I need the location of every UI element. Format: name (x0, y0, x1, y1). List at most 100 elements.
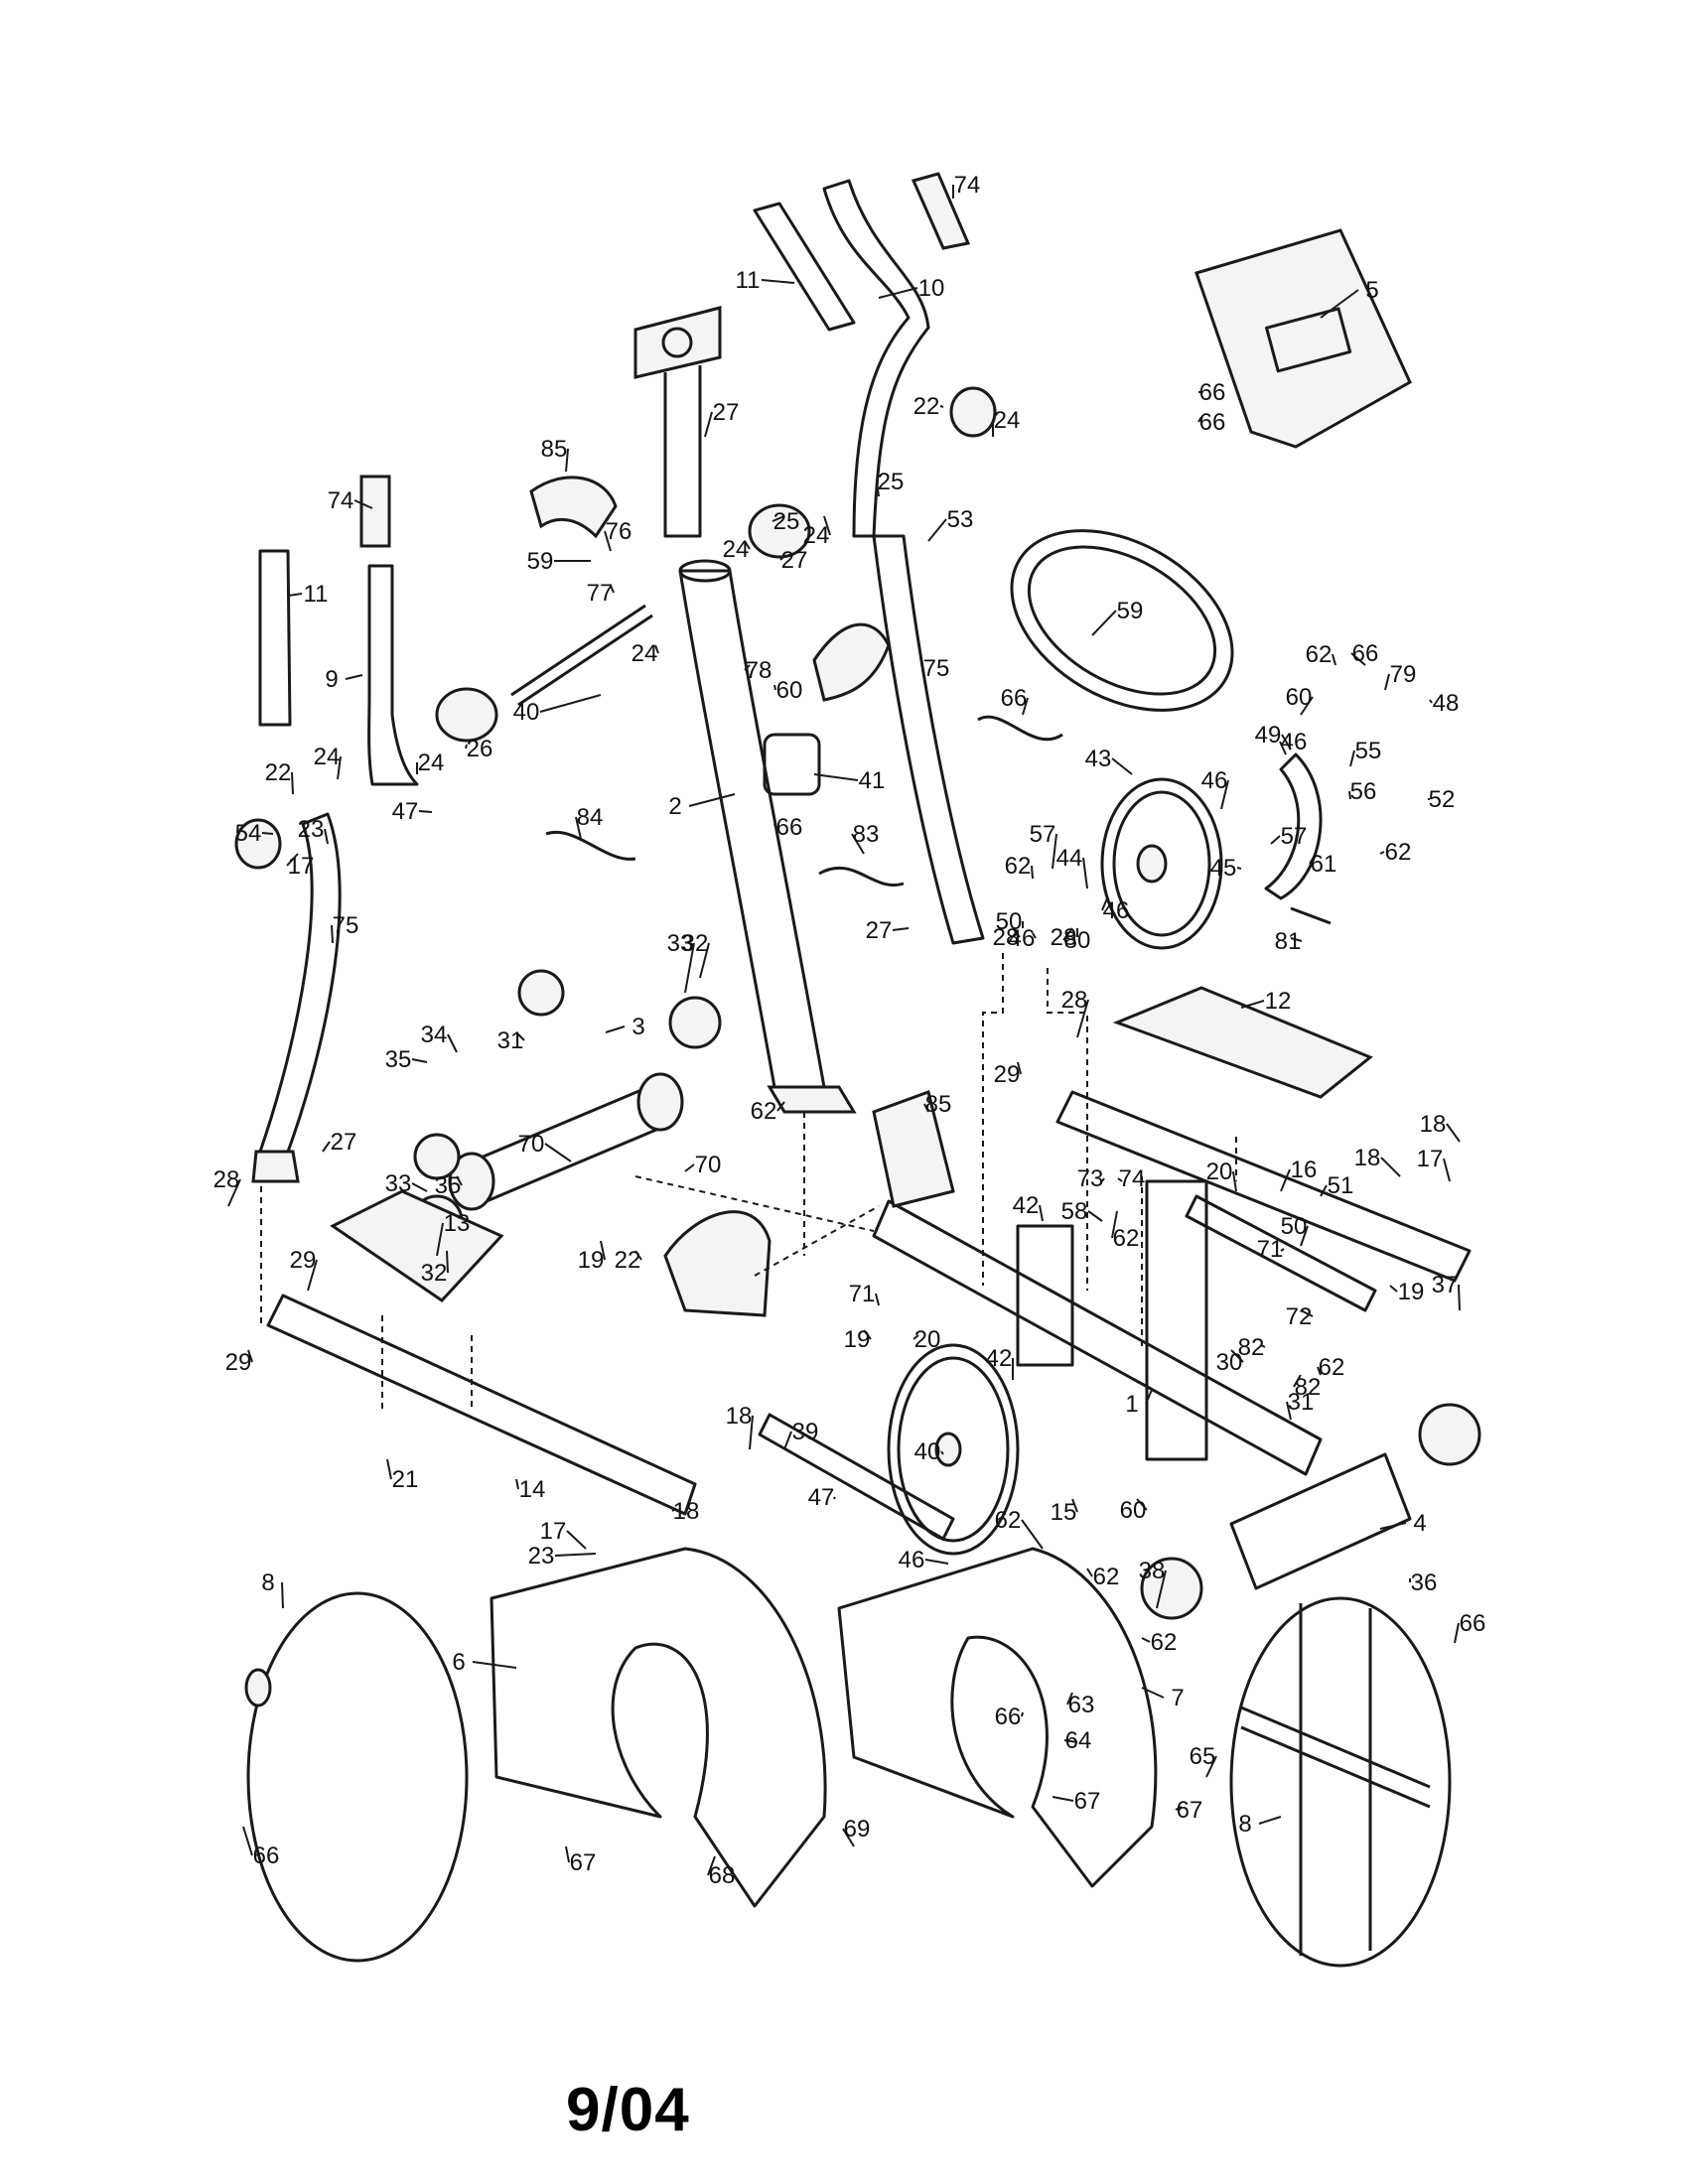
part-callout-49: 49 (1255, 722, 1282, 749)
callout-leader-74 (1117, 1177, 1123, 1182)
part-callout-62: 62 (1093, 1564, 1120, 1590)
callout-leader-30 (1230, 1349, 1244, 1363)
part-callout-62: 62 (1005, 853, 1032, 880)
part-callout-57: 57 (1030, 821, 1056, 848)
part-callout-71: 71 (1257, 1236, 1284, 1263)
part-callout-67: 67 (1074, 1788, 1101, 1815)
callout-leader-5 (1320, 289, 1359, 319)
part-callout-53: 53 (947, 506, 974, 533)
callout-leader-39 (783, 1431, 792, 1450)
part-callout-62: 62 (995, 1507, 1022, 1534)
part-callout-47: 47 (392, 798, 419, 825)
callout-leader-35 (411, 1058, 428, 1063)
part-callout-26: 26 (467, 736, 493, 762)
callout-leader-63 (1066, 1692, 1073, 1706)
callout-leader-34 (447, 1033, 458, 1053)
callout-leader-53 (927, 518, 947, 542)
part-callout-66: 66 (253, 1843, 280, 1869)
part-callout-66: 66 (1199, 379, 1226, 406)
callout-leader-70 (544, 1143, 572, 1162)
part-callout-52: 52 (1429, 786, 1456, 813)
part-callout-77: 77 (587, 580, 614, 607)
footer-date: 9/04 (566, 2076, 690, 2144)
callout-leader-46 (1279, 741, 1287, 755)
part-callout-58: 58 (1061, 1198, 1088, 1225)
part-callout-60: 60 (1120, 1497, 1147, 1524)
callout-labels: 1234567889101111121314151617171718181818… (213, 172, 1486, 1889)
part-callout-18: 18 (1354, 1145, 1381, 1171)
callout-leader-28 (1076, 999, 1089, 1038)
part-callout-24: 24 (418, 750, 445, 776)
drive-assembly (887, 752, 1332, 1556)
assembly-lines (260, 953, 1237, 1410)
part-callout-68: 68 (709, 1862, 736, 1889)
part-callout-20: 20 (1206, 1159, 1233, 1185)
part-callout-14: 14 (519, 1476, 546, 1503)
shield-assembly (244, 1547, 1452, 1968)
callout-leader-18 (749, 1415, 754, 1450)
part-callout-51: 51 (1328, 1172, 1354, 1199)
part-callout-76: 76 (606, 518, 632, 545)
callout-leader-31 (1286, 1401, 1292, 1421)
callout-leader-85 (923, 1103, 929, 1113)
part-callout-28: 28 (213, 1166, 240, 1193)
callout-leader-22 (939, 405, 944, 408)
part-callout-66: 66 (995, 1704, 1022, 1730)
part-callout-54: 54 (235, 820, 262, 847)
part-callout-20: 20 (914, 1326, 941, 1353)
callout-leader-73 (1101, 1177, 1105, 1182)
part-callout-83: 83 (853, 821, 880, 848)
callout-leader-60 (1136, 1498, 1148, 1511)
callout-leader-71 (875, 1293, 880, 1306)
callout-leader-42 (1039, 1204, 1044, 1222)
part-callout-46: 46 (1201, 767, 1228, 794)
part-callout-22: 22 (913, 393, 940, 420)
callout-leader-12 (1240, 1000, 1265, 1009)
callout-leader-69 (842, 1828, 855, 1847)
part-callout-28: 28 (993, 924, 1020, 951)
callout-leader-33 (684, 942, 695, 994)
part-callout-84: 84 (577, 804, 604, 831)
callout-leader-46 (1101, 897, 1108, 911)
callout-leader-80 (1062, 927, 1073, 941)
part-callout-24: 24 (632, 640, 658, 667)
callout-leader-24 (337, 755, 342, 780)
part-callout-35: 35 (435, 1172, 462, 1199)
callout-leader-62 (1086, 1568, 1093, 1577)
callout-leader-11 (287, 593, 303, 597)
part-callout-74: 74 (1119, 1165, 1146, 1192)
part-callout-39: 39 (792, 1419, 819, 1445)
callout-leader-22 (634, 1250, 642, 1261)
callout-leader-27 (322, 1141, 331, 1153)
callout-leader-67 (1052, 1796, 1074, 1802)
part-callout-60: 60 (1286, 684, 1313, 711)
callout-leader-26 (465, 744, 468, 750)
part-callout-74: 74 (954, 172, 981, 199)
part-callout-40: 40 (513, 699, 540, 726)
part-callout-1: 1 (1125, 1391, 1138, 1418)
part-callout-17: 17 (1417, 1146, 1444, 1172)
callout-leader-28 (1012, 927, 1021, 938)
part-callout-46: 46 (1281, 729, 1308, 755)
part-callout-67: 67 (570, 1849, 597, 1876)
part-callout-27: 27 (866, 917, 893, 944)
part-callout-62: 62 (751, 1098, 777, 1125)
part-callout-38: 38 (1139, 1558, 1166, 1584)
part-callout-29: 29 (994, 1061, 1021, 1088)
callout-leader-62 (1141, 1637, 1151, 1643)
callout-leader-25 (772, 515, 785, 522)
upright-handlebar-assembly (234, 172, 1412, 1183)
callout-leader-62 (1332, 653, 1336, 666)
part-callout-41: 41 (859, 767, 886, 794)
part-callout-13: 13 (444, 1210, 471, 1237)
part-callout-5: 5 (1365, 277, 1378, 304)
callout-leader-17 (1443, 1158, 1451, 1182)
part-callout-64: 64 (1065, 1727, 1092, 1754)
callout-leader-66 (1022, 697, 1029, 716)
part-callout-32: 32 (421, 1260, 448, 1287)
part-callout-57: 57 (1281, 823, 1308, 850)
callout-leader-77 (610, 585, 615, 594)
part-callout-59: 59 (1117, 598, 1144, 624)
callout-leader-55 (1349, 750, 1355, 767)
callout-leader-37 (1458, 1284, 1461, 1311)
